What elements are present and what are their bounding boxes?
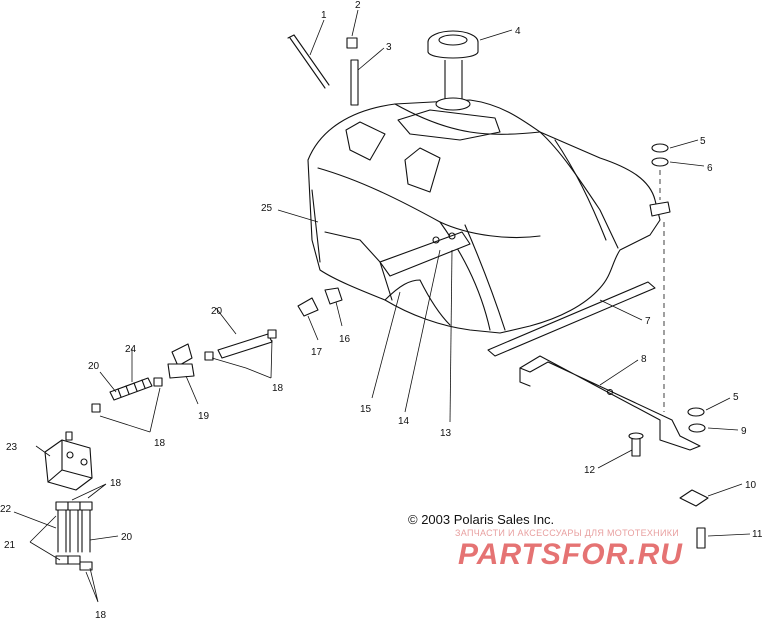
washer-lower (687, 407, 706, 433)
copyright-text: © 2003 Polaris Sales Inc. (408, 512, 555, 527)
pad (679, 489, 709, 507)
callout-14: 14 (398, 416, 410, 427)
callout-18-hose: 18 (272, 383, 284, 394)
callout-1: 1 (321, 10, 327, 21)
mount-bolt (628, 432, 644, 457)
callout-18-pump: 18 (110, 478, 122, 489)
hose-clamp (153, 377, 163, 387)
nut (324, 287, 343, 305)
callout-6: 6 (707, 163, 713, 174)
hose-spring (109, 377, 153, 401)
tank-bracket (519, 355, 701, 451)
callout-20-pump: 20 (121, 532, 133, 543)
callout-24: 24 (125, 344, 137, 355)
callout-7: 7 (645, 316, 651, 327)
callout-4: 4 (515, 26, 521, 37)
callout-2: 2 (355, 0, 361, 11)
fuel-tank (307, 99, 671, 334)
fuel-fitting (297, 297, 319, 317)
callout-16: 16 (339, 334, 351, 345)
hose-clamp (91, 403, 101, 413)
callout-15: 15 (360, 404, 372, 415)
callout-18-spring: 18 (154, 438, 166, 449)
callout-5-upper: 5 (700, 136, 706, 147)
filler-cap (427, 30, 479, 111)
callout-11: 11 (752, 529, 763, 540)
fuel-valve (167, 343, 195, 379)
callout-9: 9 (741, 426, 747, 437)
pump-hoses (55, 501, 93, 571)
vent-strap (287, 34, 330, 89)
callout-20-spring: 20 (88, 361, 100, 372)
callout-8: 8 (641, 354, 647, 365)
fuel-hose (204, 329, 277, 361)
callout-19: 19 (198, 411, 210, 422)
clip (696, 527, 706, 549)
watermark-subtitle: ЗАПЧАСТИ И АКСЕССУАРЫ ДЛЯ МОТОТЕХНИКИ (455, 528, 680, 538)
watermark-logo: PARTSFOR.RU (458, 538, 683, 571)
callout-12: 12 (584, 465, 596, 476)
callout-21: 21 (4, 540, 16, 551)
callout-20-hose: 20 (211, 306, 223, 317)
vent-fitting (346, 37, 358, 49)
washer-upper (651, 143, 669, 167)
vent-rod (350, 59, 359, 106)
callout-3: 3 (386, 42, 392, 53)
callout-23: 23 (6, 442, 18, 453)
callout-5-lower: 5 (733, 392, 739, 403)
fuel-pump (44, 431, 93, 491)
leader-lines (13, 9, 751, 603)
callout-10: 10 (745, 480, 757, 491)
callout-17: 17 (311, 347, 323, 358)
insulator-strip (487, 281, 656, 357)
callout-25: 25 (261, 203, 273, 214)
callout-22: 22 (0, 504, 12, 515)
callout-13: 13 (440, 428, 452, 439)
callout-18-bottom: 18 (95, 610, 107, 621)
